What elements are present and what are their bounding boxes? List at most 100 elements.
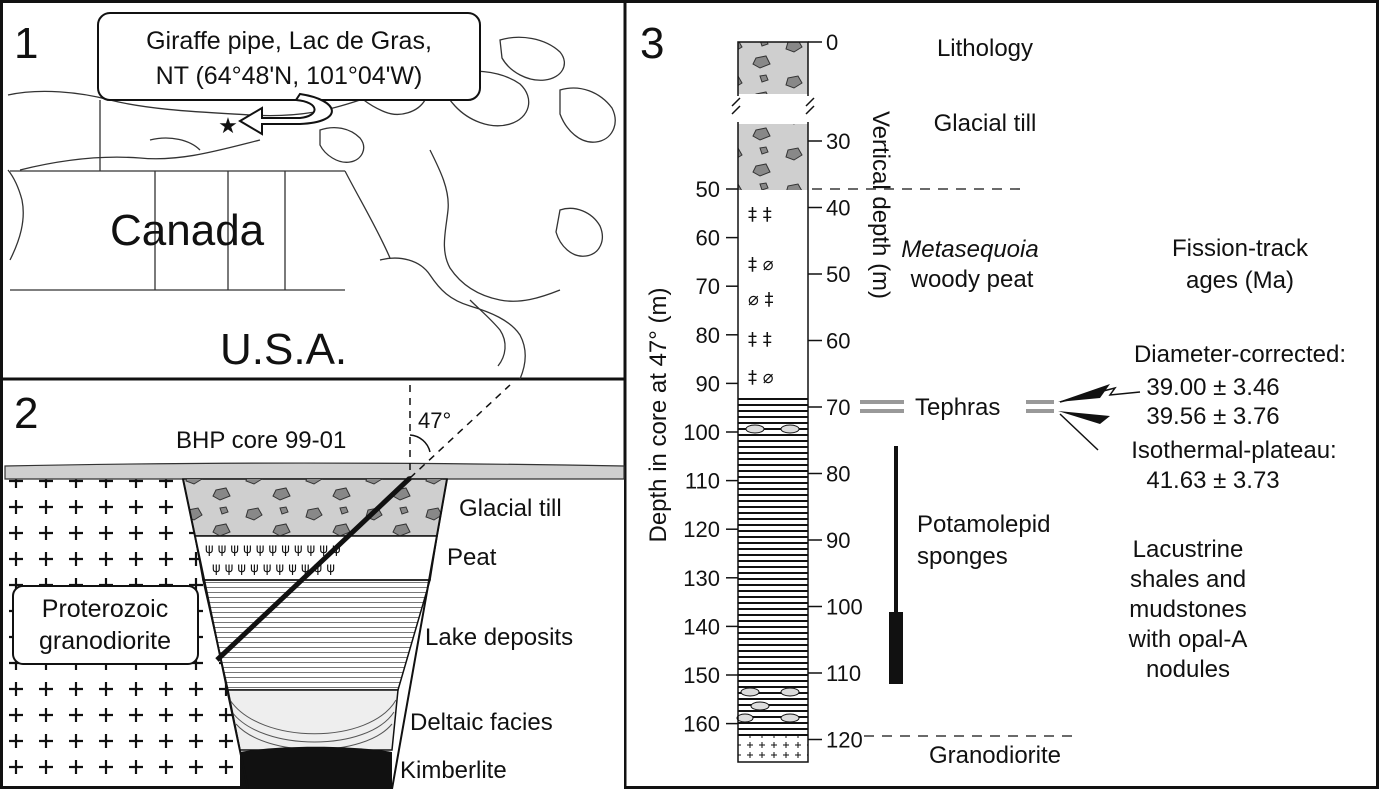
right-depth-ticks: 0 30 40 50 60 70 80 90 100 110 120 (808, 30, 863, 753)
right-tick-label: 90 (826, 528, 850, 553)
column-outline (737, 41, 809, 763)
column-granodiorite-pattern (738, 736, 808, 762)
column-break-marks (731, 97, 815, 115)
isothermal-age: 41.63 ± 3.73 (1146, 467, 1279, 494)
left-tick-label: 120 (683, 517, 720, 542)
column-till-top-clasts (738, 42, 808, 94)
axis-title-right: Vertical depth (m) (867, 111, 894, 299)
right-tick-label: 50 (826, 262, 850, 287)
arrow-iso (1059, 413, 1099, 451)
peat-plant-symbols: ψ ψ ψ ψ ψ ψ ψ ψ ψ ψ ψ ψ ψ ψ ψ ψ ψ ψ ψ ψ … (205, 542, 341, 576)
svg-text:‡ ⌀: ‡ ⌀ (748, 254, 774, 275)
country-label-usa: U.S.A. (220, 325, 347, 374)
country-label-canada: Canada (110, 206, 265, 255)
location-arrow (238, 92, 333, 136)
rock-label-line-1: Proterozoic (42, 595, 168, 623)
unit-label-kimberlite: Kimberlite (400, 757, 507, 784)
crater-lake-deposits (202, 579, 431, 691)
location-line-1: Giraffe pipe, Lac de Gras, (146, 27, 432, 55)
right-tick-label: 0 (826, 30, 838, 55)
right-tick-label: 60 (826, 329, 850, 354)
right-tick-label: 80 (826, 462, 850, 487)
panel-2-section: 2 ψ ψ ψ ψ ψ ψ ψ ψ ψ ψ ψ ψ ψ ψ ψ ψ ψ ψ ψ … (4, 384, 625, 789)
left-tick-label: 130 (683, 566, 720, 591)
giraffe-pipe-star-icon: ★ (218, 113, 238, 138)
granodiorite-right (392, 478, 624, 789)
svg-text:‡ ‡: ‡ ‡ (748, 329, 772, 350)
tephra-marks-right (1026, 400, 1054, 413)
location-callout (97, 12, 481, 101)
sponge-range-thick (889, 612, 903, 684)
label-peat-italic: Metasequoia (901, 236, 1038, 263)
arrowhead-age-2 (1058, 411, 1110, 424)
label-sponges-2: sponges (917, 543, 1008, 570)
left-tick-label: 150 (683, 663, 720, 688)
tephra-marks-column (860, 400, 904, 413)
rock-label-box (12, 585, 199, 665)
panel-1-map: 1 Giraffe pipe (7, 12, 616, 380)
left-tick-label: 110 (685, 469, 720, 494)
left-tick-label: 70 (696, 274, 720, 299)
lacustrine-line-4: with opal-A (1128, 626, 1248, 653)
axis-title-left: Depth in core at 47° (m) (645, 287, 672, 542)
left-tick-label: 90 (696, 371, 720, 396)
unit-label-peat: Peat (447, 544, 497, 571)
column-till-lower-clasts (738, 124, 808, 190)
label-sponges-1: Potamolepid (917, 511, 1050, 538)
diameter-age-2: 39.56 ± 3.76 (1146, 403, 1279, 430)
label-tephras: Tephras (915, 394, 1000, 421)
peat-column-symbols: ‡ ‡ ‡ ⌀ ⌀ ‡ ‡ ‡ ‡ ⌀ (748, 204, 774, 388)
svg-text:⌀ ‡: ⌀ ‡ (748, 289, 774, 310)
lacustrine-line-2: shales and (1130, 566, 1246, 593)
svg-text:‡ ‡: ‡ ‡ (748, 204, 772, 225)
arrowhead-age-1 (1058, 384, 1110, 402)
right-tick-label: 100 (826, 595, 863, 620)
right-tick-label: 30 (826, 129, 850, 154)
diameter-label: Diameter-corrected: (1134, 341, 1346, 368)
right-tick-label: 40 (826, 196, 850, 221)
isothermal-label: Isothermal-plateau: (1131, 437, 1336, 464)
lacustrine-line-5: nodules (1146, 656, 1230, 683)
diameter-age-1: 39.00 ± 3.46 (1146, 374, 1279, 401)
right-tick-label: 110 (826, 661, 861, 686)
surface-till (4, 462, 625, 480)
left-tick-label: 100 (683, 420, 720, 445)
core-extension-dashed (409, 384, 511, 479)
label-glacial-till: Glacial till (934, 110, 1037, 137)
right-tick-label: 70 (826, 395, 850, 420)
ft-header-2: ages (Ma) (1186, 267, 1294, 294)
crater-kimberlite (240, 746, 392, 789)
angle-label: 47° (418, 408, 451, 433)
location-line-2: NT (64°48'N, 101°04'W) (156, 62, 423, 90)
unit-label-glacial-till: Glacial till (459, 495, 562, 522)
svg-text:ψ ψ ψ ψ ψ ψ ψ ψ ψ ψ: ψ ψ ψ ψ ψ ψ ψ ψ ψ ψ (212, 561, 335, 576)
unit-label-lake-deposits: Lake deposits (425, 624, 573, 651)
svg-text:‡ ⌀: ‡ ⌀ (748, 367, 774, 388)
column-lake-shales (738, 396, 808, 762)
svg-text:ψ ψ ψ ψ ψ ψ ψ ψ ψ ψ ψ: ψ ψ ψ ψ ψ ψ ψ ψ ψ ψ ψ (205, 542, 341, 557)
angle-arc (409, 434, 431, 453)
core-borehole-line (215, 476, 412, 662)
label-granodiorite: Granodiorite (929, 742, 1061, 769)
left-tick-label: 50 (696, 177, 720, 202)
panel-1-number: 1 (14, 19, 38, 68)
left-tick-label: 160 (683, 712, 720, 737)
column-peat (738, 190, 808, 396)
lacustrine-line-1: Lacustrine (1133, 536, 1244, 563)
crater-glacial-till-clasts (183, 479, 447, 536)
right-tick-label: 120 (826, 728, 863, 753)
core-label: BHP core 99-01 (176, 427, 346, 454)
unit-label-deltaic-facies: Deltaic facies (410, 709, 553, 736)
panel-3-number: 3 (640, 19, 664, 68)
column-break-gap (732, 96, 814, 122)
left-tick-label: 140 (683, 614, 720, 639)
ft-header-1: Fission-track (1172, 235, 1309, 262)
column-header: Lithology (937, 35, 1033, 62)
panel-2-number: 2 (14, 389, 38, 438)
map-borders (10, 100, 391, 291)
crater-outline (182, 478, 448, 789)
rock-label-line-2: granodiorite (39, 627, 171, 655)
